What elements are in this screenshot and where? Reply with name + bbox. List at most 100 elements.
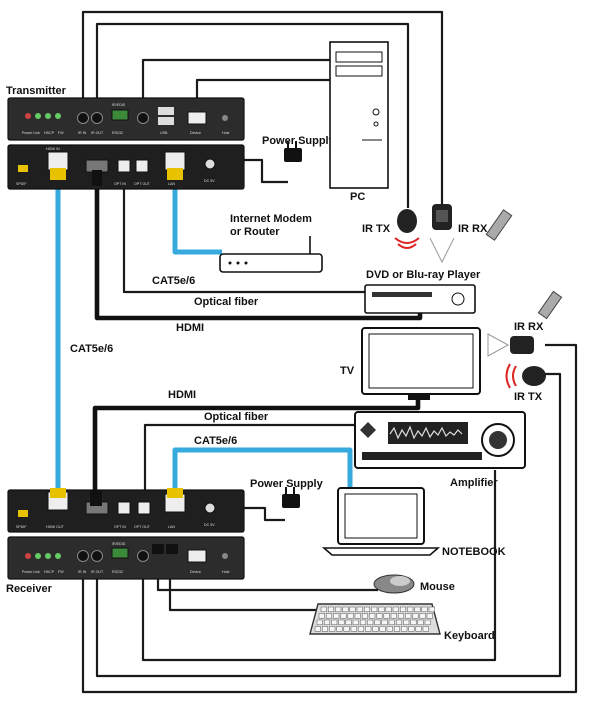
svg-text:IR IN: IR IN	[78, 131, 87, 135]
keyboard-key	[415, 626, 422, 632]
keyboard-key	[340, 613, 347, 619]
svg-text:RS232: RS232	[112, 570, 123, 574]
usb-device-port-tx[interactable]	[187, 111, 207, 125]
ir-extension-cable-inner	[95, 22, 410, 208]
pc-tower	[329, 41, 389, 189]
keyboard-key	[338, 619, 345, 626]
keyboard-key	[329, 626, 336, 632]
power-supply-top-label: Power Supply	[262, 135, 336, 147]
svg-text:HDMI OUT: HDMI OUT	[46, 525, 65, 529]
dvd-player	[364, 284, 476, 314]
keyboard-key	[369, 613, 376, 619]
optical-bottom-label: Optical fiber	[204, 411, 269, 423]
receiver-label: Receiver	[6, 583, 53, 595]
svg-text:FW: FW	[58, 131, 64, 135]
keyboard-key	[374, 619, 381, 626]
keyboard-key	[397, 613, 405, 619]
hdmi-top-label: HDMI	[176, 322, 204, 334]
usb-host-port-rx[interactable]	[187, 549, 207, 563]
ir-cable-bottom-outer	[81, 343, 578, 694]
keyboard-key	[316, 619, 323, 626]
svg-text:USB: USB	[160, 131, 168, 135]
keyboard-key	[342, 606, 349, 613]
svg-text:RS232: RS232	[112, 131, 123, 135]
keyboard-key	[422, 626, 429, 632]
keyboard-key	[356, 606, 363, 613]
ir-cable-bottom-inner	[95, 372, 562, 678]
amplifier	[354, 411, 526, 469]
opt-in-port-tx[interactable]	[117, 159, 131, 173]
lan-port-tx[interactable]	[164, 151, 186, 171]
dc-5v-port-tx[interactable]	[204, 158, 216, 170]
ir-in-jack-rx[interactable]	[77, 550, 89, 562]
ir-tx-emitter-bottom	[505, 363, 546, 389]
lan-port-tx-link[interactable]	[47, 151, 69, 171]
keyboard-key	[379, 626, 386, 632]
transmitter-label: Transmitter	[6, 85, 67, 97]
keyboard-key	[343, 626, 350, 632]
optical-cable-top	[122, 172, 370, 294]
svg-text:FW: FW	[58, 570, 64, 574]
ir-out-jack-tx[interactable]	[91, 112, 103, 124]
keyboard-key	[357, 626, 365, 632]
power-supply-bottom-label: Power Supply	[250, 478, 324, 490]
svg-text:OPT OUT: OPT OUT	[134, 525, 151, 529]
internet-modem	[219, 236, 323, 273]
keyboard-key	[327, 606, 335, 613]
keyboard-key	[363, 606, 371, 613]
receiver-back-panel: SPDIF HDMI OUT OPT IN OPT OUT LAN DC 5V	[7, 488, 245, 533]
cat-cable-bottom	[172, 447, 353, 492]
dc-5v-port-rx[interactable]	[204, 502, 216, 514]
cat-mid-label: CAT5e/6	[70, 343, 113, 355]
keyboard-key	[407, 606, 414, 613]
tv-label: TV	[340, 365, 355, 377]
keyboard-key	[378, 606, 385, 613]
opt-out-port-tx[interactable]	[135, 159, 149, 173]
opt-in-port-rx[interactable]	[117, 501, 131, 515]
keyboard-key	[354, 613, 361, 619]
cat-bottom-label: CAT5e/6	[194, 435, 237, 447]
svg-text:IR/EDID: IR/EDID	[112, 103, 126, 107]
keyboard-key	[318, 613, 325, 619]
keyboard-key	[361, 613, 369, 619]
svg-text:HDMI IN: HDMI IN	[46, 147, 60, 151]
keyboard-key	[314, 626, 321, 632]
opt-out-port-rx[interactable]	[137, 501, 151, 515]
ir-in-jack-tx[interactable]	[77, 112, 89, 124]
internet-modem-label-1: Internet Modem	[230, 213, 312, 225]
svg-text:IR OUT: IR OUT	[91, 131, 104, 135]
cat-top-label: CAT5e/6	[152, 275, 195, 287]
keyboard-key	[381, 619, 388, 626]
keyboard-key	[412, 613, 419, 619]
ir-rx-receiver-bottom	[487, 333, 534, 357]
internet-modem-label-2: or Router	[230, 226, 280, 238]
keyboard-key	[405, 613, 412, 619]
keyboard-key	[335, 606, 342, 613]
svg-text:HDCP: HDCP	[44, 570, 55, 574]
keyboard-key	[388, 619, 395, 626]
keyboard-key	[410, 619, 417, 626]
svg-text:DC 5V: DC 5V	[204, 179, 215, 183]
keyboard-key	[372, 626, 379, 632]
svg-text:LAN: LAN	[168, 182, 175, 186]
svg-text:DC 5V: DC 5V	[204, 523, 215, 527]
keyboard-key	[390, 613, 397, 619]
dvd-label: DVD or Blu-ray Player	[366, 269, 481, 281]
svg-text:HDCP: HDCP	[44, 131, 55, 135]
keyboard-key	[333, 613, 340, 619]
amplifier-label: Amplifier	[450, 477, 498, 489]
svg-text:IR OUT: IR OUT	[91, 570, 104, 574]
keyboard-key	[395, 619, 403, 626]
keyboard-key	[393, 626, 401, 632]
svg-text:IR/EDID: IR/EDID	[112, 542, 126, 546]
keyboard-key	[386, 626, 393, 632]
keyboard-key	[399, 606, 407, 613]
optical-cable-bottom	[143, 423, 362, 492]
keyboard-key	[383, 613, 390, 619]
cat-cable-top	[172, 178, 222, 255]
ir-out-jack-rx[interactable]	[91, 550, 103, 562]
keyboard-key	[347, 613, 354, 619]
keyboard-key	[392, 606, 399, 613]
keyboard-cable	[168, 565, 318, 612]
keyboard-key	[352, 619, 359, 626]
